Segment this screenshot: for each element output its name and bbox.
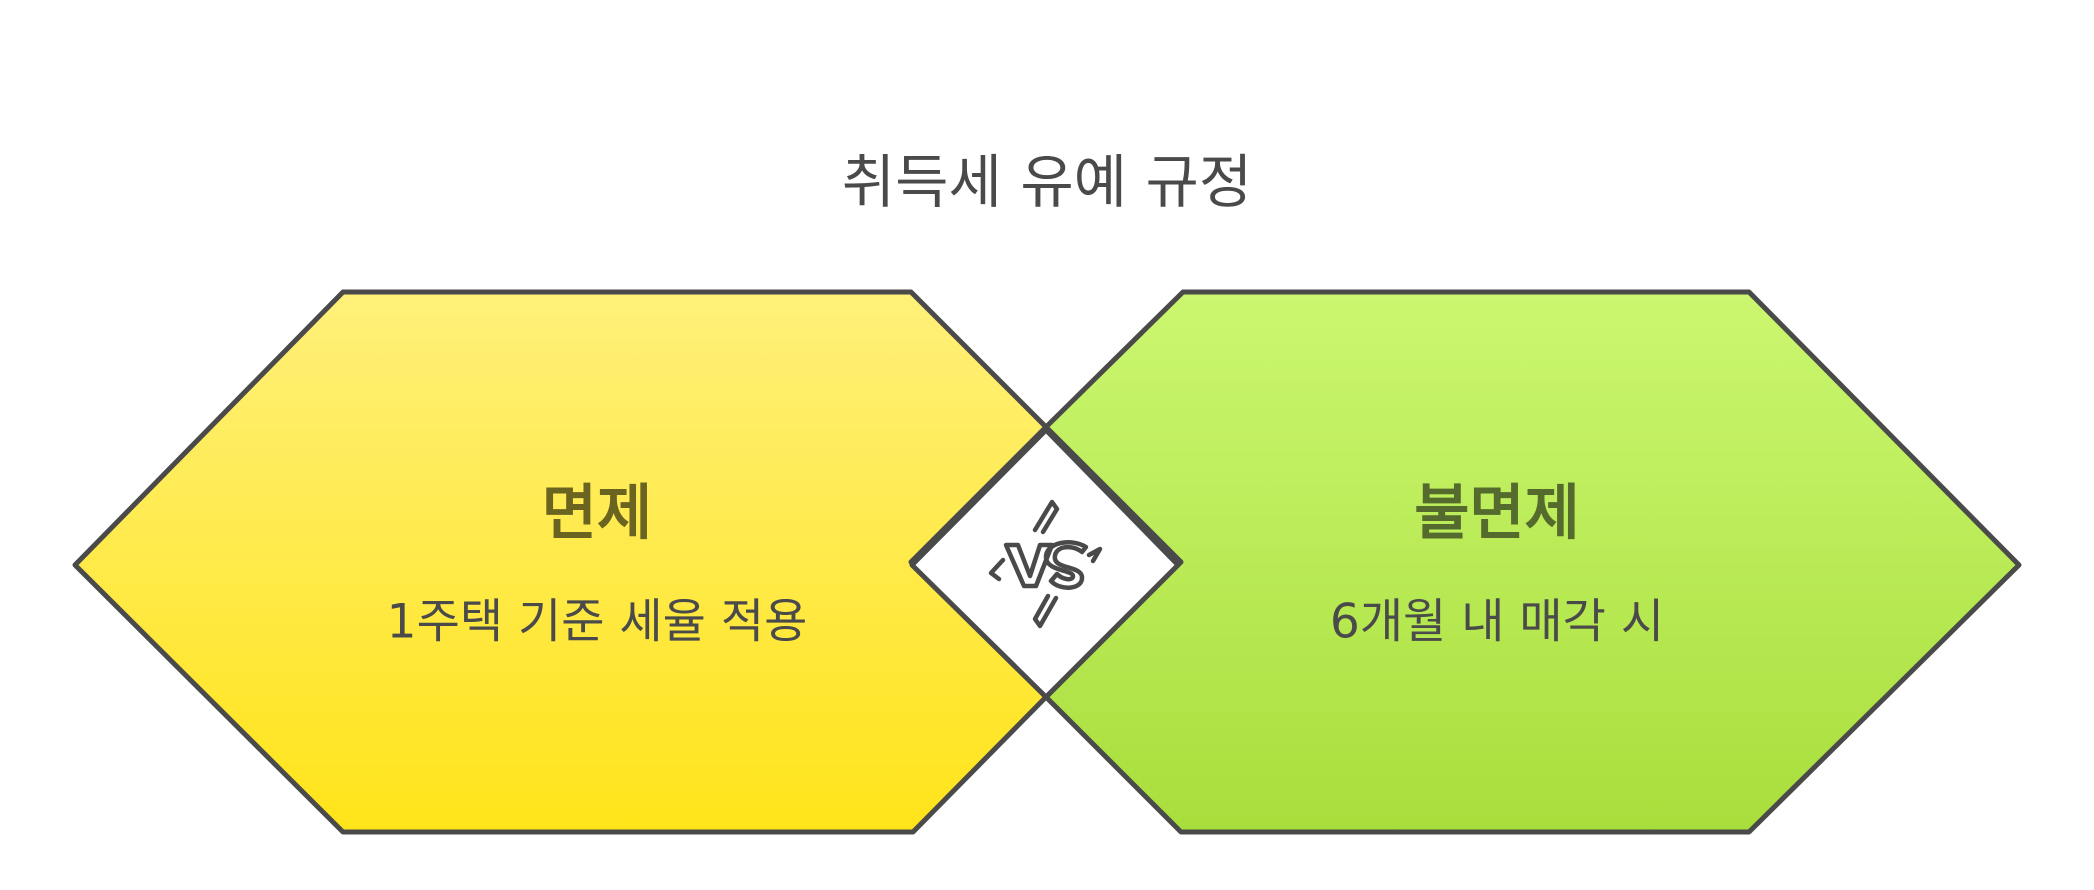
- page-title: 취득세 유예 규정: [841, 148, 1253, 216]
- left-hexagon: [72, 289, 1049, 835]
- vs-lightning-icon: [988, 499, 1103, 629]
- left-panel-title: 면제: [541, 478, 653, 549]
- left-panel-description: 1주택 기준 세율 적용: [386, 594, 808, 650]
- right-hexagon: [1043, 289, 2022, 835]
- right-panel-title: 불면제: [1414, 478, 1580, 549]
- right-panel-description: 6개월 내 매각 시: [1329, 594, 1665, 650]
